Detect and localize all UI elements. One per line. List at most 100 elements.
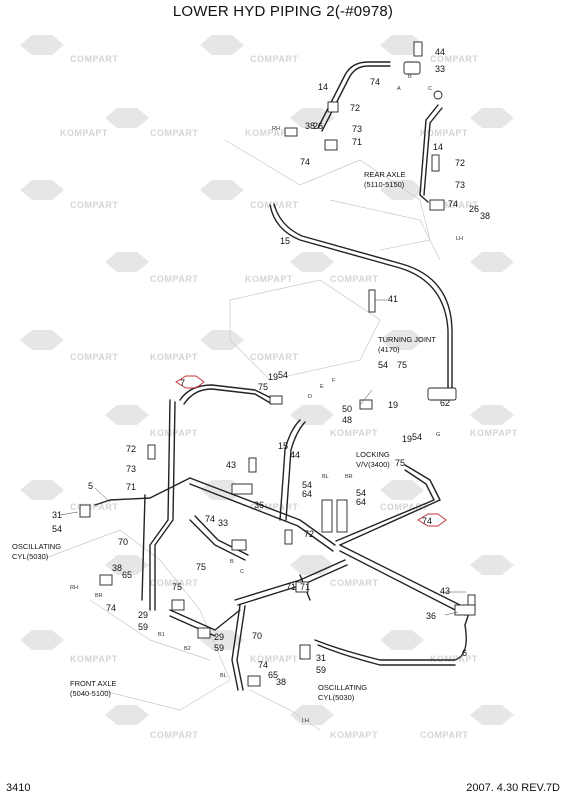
clamp-36-left: [231, 483, 253, 495]
turning-joint-62: [427, 387, 457, 401]
part-number: 74: [300, 157, 310, 167]
watermark-text: COMPART: [420, 730, 468, 740]
pipe-70-lower: [231, 604, 241, 691]
fitting-38-left: [284, 127, 298, 137]
locking-valve-label: LOCKING: [356, 450, 390, 459]
watermark-row-1: COMPART COMPART COMPART: [20, 35, 478, 64]
part-number: 59: [316, 665, 326, 675]
part-number: 65: [122, 570, 132, 580]
watermark-row-5: COMPART KOMPAPT COMPART: [20, 330, 424, 362]
hose-15-long-b: [273, 203, 453, 391]
watermark-pattern: COMPART COMPART COMPART KOMPAPT COMPART …: [20, 35, 517, 740]
pipe-upper-crossover-b: [183, 388, 273, 405]
bolt-72-left: [147, 444, 156, 460]
part-number: 43: [226, 460, 236, 470]
watermark-row-3: COMPART COMPART COMPART: [20, 180, 478, 210]
port-mark: C: [240, 569, 244, 575]
part-number: 74: [205, 514, 215, 524]
part-number: 26: [469, 204, 479, 214]
port-mark: D: [308, 394, 312, 400]
port-mark: E: [320, 384, 324, 390]
part-number: 75: [397, 360, 407, 370]
part-number: 54: [278, 370, 288, 380]
watermark-text: COMPART: [70, 502, 118, 512]
part-number: 74: [106, 603, 116, 613]
part-number: 5: [88, 481, 93, 491]
watermark-text: COMPART: [250, 502, 298, 512]
part-number: 31: [52, 510, 62, 520]
watermark-text: COMPART: [70, 352, 118, 362]
part-number: 73: [352, 124, 362, 134]
part-numbers: 44 33 74 14 72 38 26 73 71 74 14 72 73 7…: [52, 47, 490, 687]
fitting-50: [359, 399, 373, 410]
watermark-text: COMPART: [250, 54, 298, 64]
fitting-29-lower: [197, 627, 211, 639]
part-number: 36: [254, 500, 264, 510]
watermark-text: KOMPAPT: [245, 274, 293, 284]
oscillating-cyl-left-label: OSCILLATING: [12, 542, 61, 551]
pipe-left-vertical: [149, 399, 171, 611]
side-mark: BL: [220, 673, 227, 679]
part-number: 71: [352, 137, 362, 147]
section-callouts: [175, 375, 447, 527]
part-number: 71: [286, 582, 296, 592]
bolt-43: [248, 457, 257, 473]
part-number: 54: [302, 480, 312, 490]
hose-15-long: [269, 204, 449, 391]
watermark-row-6: KOMPAPT KOMPAPT KOMPAPT: [105, 405, 517, 438]
watermark-text: COMPART: [380, 502, 428, 512]
page-title: LOWER HYD PIPING 2(-#0978): [172, 3, 394, 20]
part-number: 54: [356, 488, 366, 498]
fitting-72-center: [284, 529, 293, 545]
part-number: 44: [435, 47, 445, 57]
bolt-72-right: [431, 154, 440, 172]
watermark-text: COMPART: [330, 578, 378, 588]
part-number: 70: [118, 537, 128, 547]
oscillating-cyl-right-ref: CYL(5030): [318, 693, 355, 702]
pipe-14-right-b: [423, 107, 443, 196]
locking-valve-ref: V/V(3400): [356, 460, 390, 469]
part-number: 48: [342, 415, 352, 425]
watermark-row-8: COMPART COMPART: [105, 555, 514, 588]
side-mark: RH: [70, 585, 78, 591]
part-number: 6: [462, 648, 467, 658]
front-axle-ref: (5040-5100): [70, 689, 111, 698]
part-number: 29: [138, 610, 148, 620]
part-number: 75: [395, 458, 405, 468]
part-number: 71: [300, 582, 310, 592]
watermark-text: KOMPAPT: [330, 730, 378, 740]
front-axle-label: FRONT AXLE: [70, 679, 117, 688]
part-number: 26: [313, 121, 323, 131]
part-number: 73: [455, 180, 465, 190]
page-number: 3410: [6, 782, 31, 794]
pipe-lower-center: [234, 559, 346, 601]
rear-axle-ref: (5110-5150): [364, 180, 405, 189]
watermark-text: COMPART: [250, 352, 298, 362]
watermark-text: COMPART: [430, 200, 478, 210]
port-mark: B1: [158, 632, 165, 638]
turning-joint-ref: (4170): [378, 345, 400, 354]
pipe-right-diag-b: [335, 469, 435, 542]
callout-7-right: [417, 513, 447, 527]
pipe-left-vertical-b: [154, 401, 176, 611]
watermark-text: KOMPAPT: [150, 352, 198, 362]
watermark-text: KOMPAPT: [250, 654, 298, 664]
part-number: 43: [440, 586, 450, 596]
pipe-36-right-b: [339, 550, 466, 616]
part-number: 70: [252, 631, 262, 641]
oscillating-cyl-left-ref: CYL(5030): [12, 552, 49, 561]
pipe-14-upper-b: [321, 65, 391, 132]
part-number: 19: [268, 372, 278, 382]
part-number: 38: [276, 677, 286, 687]
hose-6-b: [317, 644, 456, 666]
watermark-text: COMPART: [150, 730, 198, 740]
pipe-right-diag: [339, 464, 441, 546]
bolt-41: [368, 289, 376, 313]
part-number: 38: [305, 121, 315, 131]
port-mark: B2: [184, 646, 191, 652]
fitting-29: [171, 599, 185, 611]
watermark-text: KOMPAPT: [245, 128, 293, 138]
pipe-5: [94, 477, 191, 506]
fitting-71-right: [429, 199, 445, 211]
